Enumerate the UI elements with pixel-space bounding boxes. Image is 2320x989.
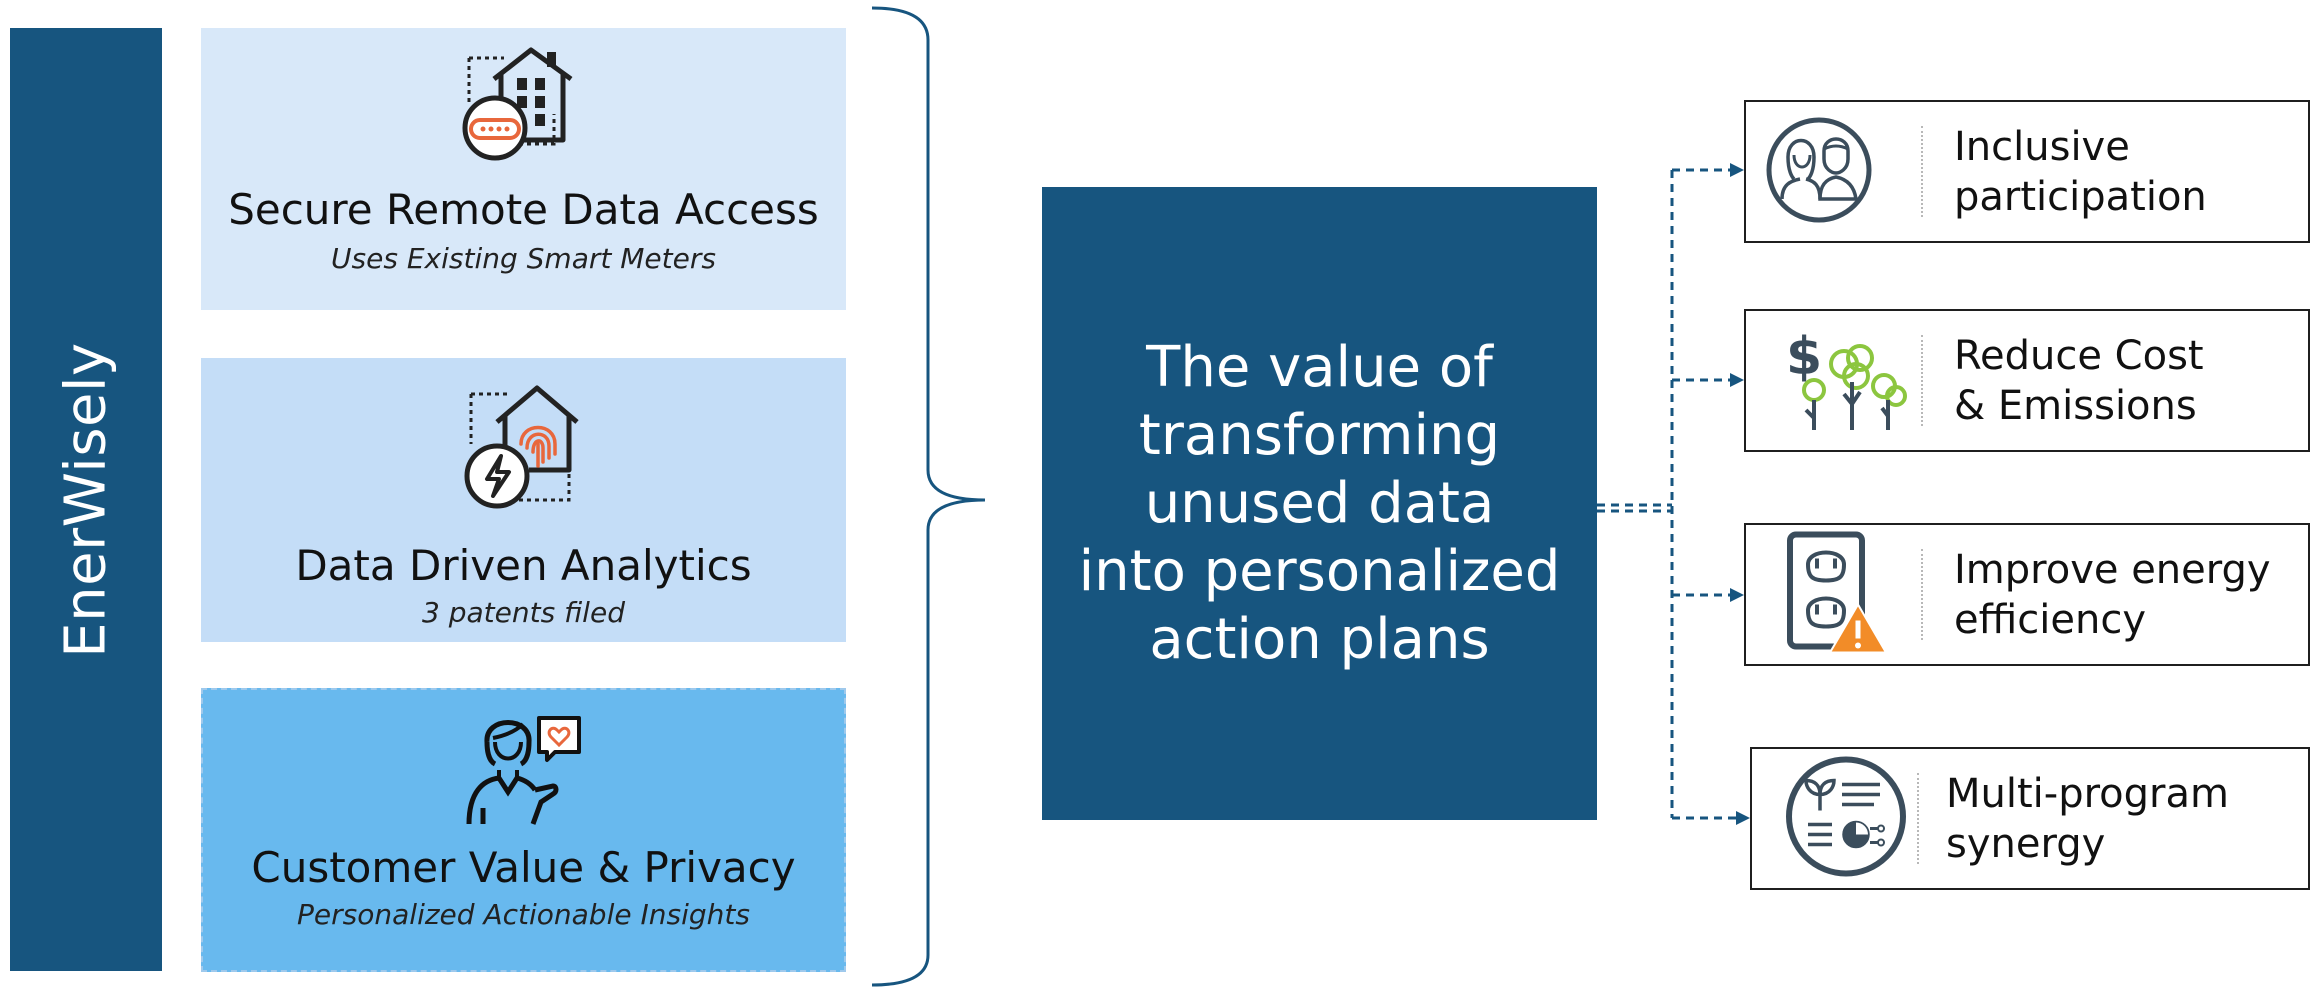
feature-subtitle: 3 patents filed <box>422 596 625 629</box>
outlet-warning-icon <box>1786 530 1896 659</box>
feature-title: Secure Remote Data Access <box>228 185 819 234</box>
feature-subtitle: Uses Existing Smart Meters <box>331 242 716 275</box>
outcome-multi-program: Multi-program synergy <box>1750 747 2310 890</box>
arrowhead-4 <box>1736 811 1750 825</box>
people-icon <box>1764 115 1874 229</box>
customer-heart-icon <box>459 712 589 831</box>
arrowhead-1 <box>1730 163 1744 177</box>
divider <box>1917 773 1919 864</box>
feature-panel-analytics: Data Driven Analytics 3 patents filed <box>201 358 846 642</box>
feature-title: Customer Value & Privacy <box>251 843 796 892</box>
grouping-brace <box>871 6 986 987</box>
outcome-inclusive-participation: Inclusive participation <box>1744 100 2310 243</box>
feature-title: Data Driven Analytics <box>295 541 752 590</box>
value-proposition-text: The value of transforming unused data in… <box>1078 334 1561 672</box>
value-proposition-box: The value of transforming unused data in… <box>1042 187 1597 820</box>
divider <box>1921 126 1923 217</box>
feature-subtitle: Personalized Actionable Insights <box>297 898 750 931</box>
program-list-icon <box>1784 754 1909 883</box>
smart-meter-house-icon <box>459 44 589 173</box>
outcome-label: Improve energy efficiency <box>1954 546 2271 643</box>
brand-sidebar: EnerWisely <box>10 28 162 971</box>
arrowhead-2 <box>1730 373 1744 387</box>
divider <box>1921 335 1923 426</box>
outcome-energy-efficiency: Improve energy efficiency <box>1744 523 2310 666</box>
outcome-label: Multi-program synergy <box>1946 770 2229 867</box>
outcome-label: Reduce Cost & Emissions <box>1954 332 2204 429</box>
feature-panel-customer-value: Customer Value & Privacy Personalized Ac… <box>201 688 846 972</box>
arrowhead-3 <box>1730 588 1744 602</box>
feature-panel-remote-access: Secure Remote Data Access Uses Existing … <box>201 28 846 310</box>
outcome-label: Inclusive participation <box>1954 123 2207 220</box>
divider <box>1921 549 1923 640</box>
fingerprint-house-icon <box>459 382 589 516</box>
svg-text:$: $ <box>1786 327 1822 387</box>
outcome-reduce-cost: $ Reduce Cost & Emissions <box>1744 309 2310 452</box>
dollar-trees-icon: $ <box>1786 324 1911 438</box>
